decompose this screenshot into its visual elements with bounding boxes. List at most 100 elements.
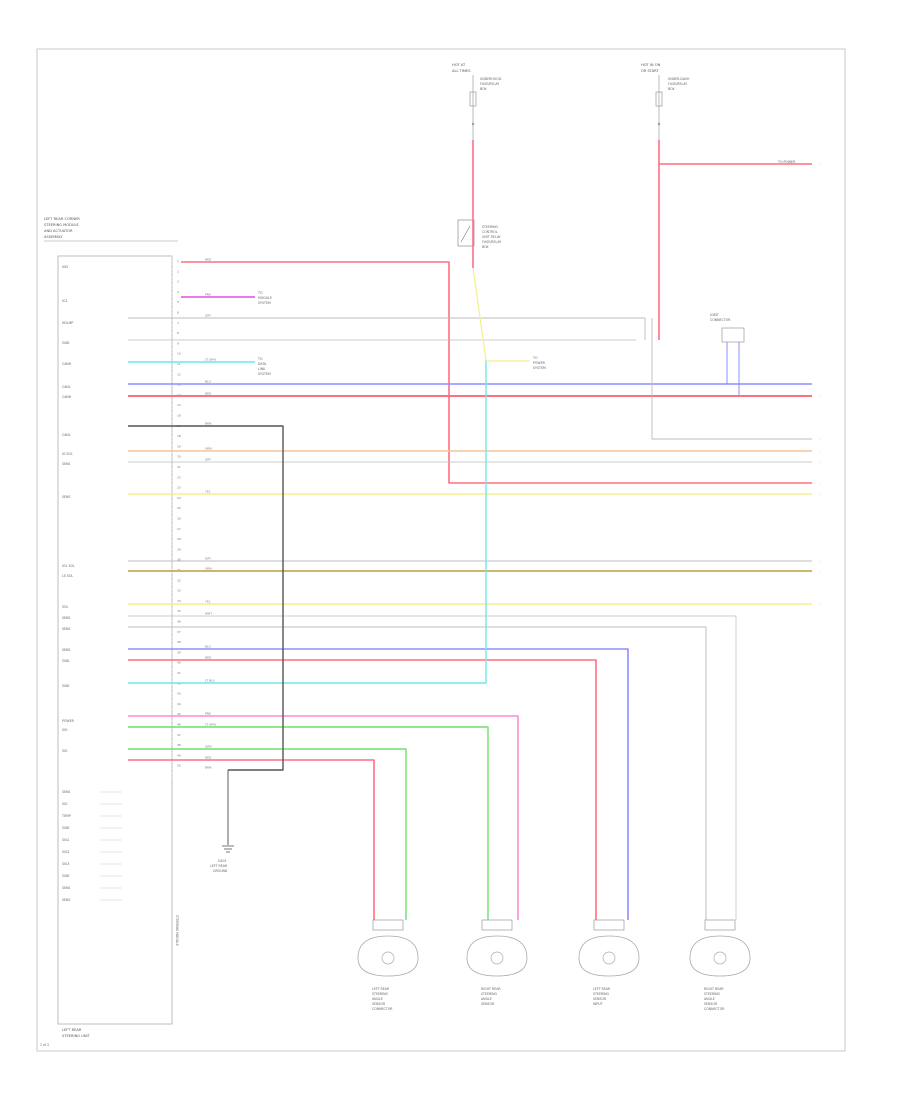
wire-code-10: GRY [205,557,211,561]
fuse-left-desc-1: UNDERHOOD [480,77,502,81]
wire-6 [128,317,646,340]
wire-code-18: LT GRN [205,723,216,727]
wire-code-12: YEL [205,600,211,604]
pin-number-43: 44 [177,702,181,706]
pin-number-4: 5 [177,300,179,304]
pin-number-3: 4 [177,290,179,294]
sensor-rotor-3 [602,951,616,965]
sensor-connector-4 [704,919,736,931]
wire-code-2: GRY [205,314,211,318]
wire-18 [128,615,737,920]
terminal-mark-5: : [820,460,821,464]
relay-box [457,219,475,247]
fuse-right-element [655,91,663,107]
wire-code-9: YEL [205,490,211,494]
joint-label-1: JOINT [709,313,719,317]
sensor-label-2-2: ANGLE [481,997,492,1001]
wire-26 [128,360,487,684]
wire-code-19: GRN [205,745,212,749]
ecu-pin-label-20: SIG [62,728,68,732]
fuse-left-line-2: ALL TIMES [452,69,471,73]
ecu-title-line-3: AND ACTUATOR [44,229,73,233]
relay-switch [460,225,471,243]
ecu-pin-label-4: CANH [62,362,72,366]
sensor-label-4-1: STEERING [704,992,721,996]
ref-2-line-3: LINK [258,367,266,371]
pin-number-13: 14 [177,393,181,397]
pin-number-27: 28 [177,537,181,541]
wire-22 [128,715,519,920]
ecu-lower-pin-5: SIG2 [62,850,69,854]
wire-19 [128,626,707,920]
sensor-label-1-2: ANGLE [372,997,383,1001]
pin-number-23: 24 [177,496,181,500]
sensor-label-3-0: LEFT REAR [593,987,611,991]
sensor-label-1-3: SENSOR [372,1002,386,1006]
fuse-left-node [471,122,475,126]
arrow-right-label: TO POWER [777,160,796,164]
fuse-hot-in-on: HOT IN ON OR START UNDER-DASH FUSE/RELAY… [641,63,690,140]
ecu-lower-pin-6: SIG3 [62,862,69,866]
pin-number-34: 35 [177,609,181,613]
terminal-mark-7: : [820,492,821,496]
ecu-title: LEFT REAR CORNER STEERING MODULE AND ACT… [44,217,80,239]
pin-number-19: 20 [177,455,181,459]
wire-20 [128,648,629,920]
sensor-connector-1 [372,919,404,931]
pin-number-31: 32 [177,578,181,582]
wire-code-8: GRY [205,458,211,462]
fuse-right-line-1: HOT IN ON [641,63,661,67]
ecu-pin-label-16: SENS [62,648,70,652]
pin-number-38: 39 [177,650,181,654]
sensor-label-2-1: STEERING [481,992,498,996]
fuse-right-desc-1: UNDER-DASH [668,77,690,81]
ecu-module-box [57,255,173,1025]
ecu-title-line-1: LEFT REAR CORNER [44,217,80,221]
terminal-mark-0: : [820,162,821,166]
ground-label-2: LEFT REAR [210,864,228,868]
sensor-label-1-0: LEFT REAR [372,987,390,991]
relay-desc-5: BOX [482,245,489,249]
ecu-lower-pin-8: SENS [62,886,70,890]
wire-25 [128,759,375,920]
pin-number-39: 40 [177,661,181,665]
steering-relay: STEERING CONTROL UNIT RELAY FUSE/RELAY B… [457,219,501,249]
pin-number-36: 37 [177,630,181,634]
fuse-hot-at-all-times: HOT AT ALL TIMES UNDERHOOD FUSE/RELAY BO… [452,63,502,140]
pin-number-6: 7 [177,321,179,325]
wire-code-4: BLU [205,380,211,384]
wire-code-15: RED [205,656,212,660]
pin-number-47: 48 [177,743,181,747]
ecu-pin-label-2: HDLMP [62,321,73,325]
sensor-label-3-1: STEERING [593,992,610,996]
terminal-mark-10: : [820,602,821,606]
ecu-title-line-2: STEERING MODULE [44,223,80,227]
wire-code-0: RED [205,258,212,262]
terminal-mark-6: : [820,481,821,485]
ecu-pin-label-1: IG1 [62,299,67,303]
ground-label-1: G401 [218,859,227,863]
pin-number-21: 22 [177,475,181,479]
pin-numbers: 1234567891011121314151617181920212223242… [177,259,181,768]
pin-number-2: 3 [177,280,179,284]
ecu-foot-line-1: LEFT REAR [62,1028,82,1032]
ecu-lower-pin-7: GND [62,874,70,878]
sensor-rotor-1 [381,951,395,965]
pin-number-1: 2 [177,269,179,273]
pin-number-17: 18 [177,434,181,438]
pin-number-49: 50 [177,764,181,768]
joint-label-2: CONNECTOR [710,318,731,322]
ref-2-line-1: TO [257,357,263,361]
wire-code-16: LT BLU [205,679,215,683]
ref-3-line-1: TO [532,356,538,360]
ecu-title-line-4: ASSEMBLY [44,235,63,239]
pin-number-8: 9 [177,341,179,345]
pin-number-48: 49 [177,753,181,757]
sensor-body-4 [689,935,751,977]
ecu-lower-pin-4: SIG1 [62,838,69,842]
